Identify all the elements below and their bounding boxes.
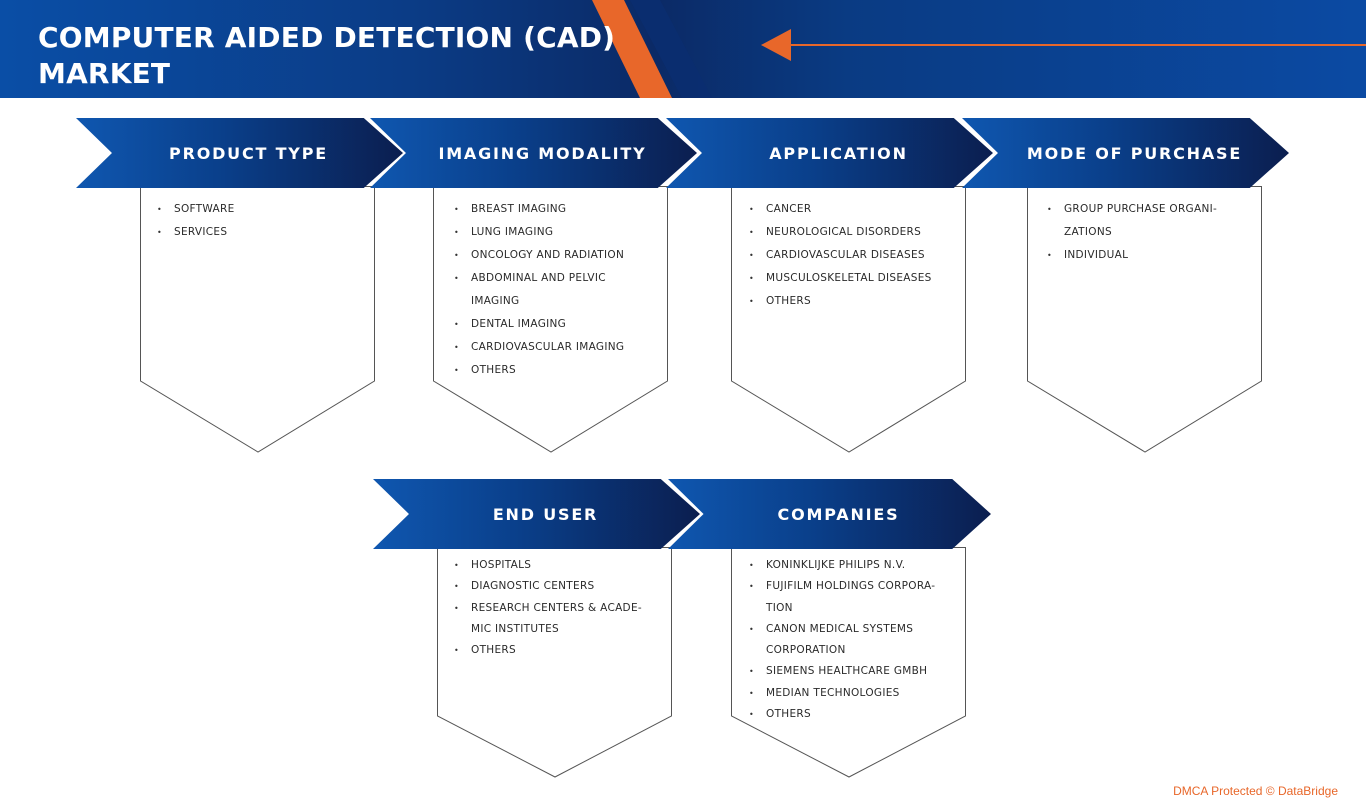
list-application: CANCER NEUROLOGICAL DISORDERS CARDIOVASC… <box>749 198 961 313</box>
box-companies: KONINKLIJKE PHILIPS N.V. FUJIFILM HOLDIN… <box>731 547 967 779</box>
list-item: SOFTWARE <box>157 198 367 221</box>
chevron-label: APPLICATION <box>769 143 908 163</box>
chevron-label: MODE OF PURCHASE <box>1026 143 1243 163</box>
list-item-continued: IMAGING <box>471 295 520 307</box>
header-product-type: PRODUCT TYPE <box>76 118 403 188</box>
list-item: DENTAL IMAGING <box>454 313 664 336</box>
footer-dmca: DMCA Protected © DataBridge <box>1173 784 1338 798</box>
header-application: APPLICATION <box>666 118 993 188</box>
list-item: OTHERS <box>749 704 963 726</box>
chevron-label: END USER <box>492 504 599 524</box>
title-line-1: COMPUTER AIDED DETECTION (CAD) <box>38 21 616 54</box>
list-item: OTHERS <box>454 640 666 662</box>
list-imaging-modality: BREAST IMAGING LUNG IMAGING ONCOLOGY AND… <box>454 198 664 382</box>
list-item: SERVICES <box>157 221 367 244</box>
list-item: SIEMENS HEALTHCARE GMBH <box>749 661 963 683</box>
list-item-continued: ZATIONS <box>1064 226 1112 238</box>
list-item: CARDIOVASCULAR DISEASES <box>749 244 961 267</box>
list-item: GROUP PURCHASE ORGANI- <box>1047 198 1257 221</box>
box-application: CANCER NEUROLOGICAL DISORDERS CARDIOVASC… <box>731 186 967 454</box>
dark-stripe <box>630 0 712 98</box>
list-item: ONCOLOGY AND RADIATION <box>454 244 664 267</box>
list-item: INDIVIDUAL <box>1047 244 1257 267</box>
list-item-continued: MIC INSTITUTES <box>471 622 559 635</box>
list-companies: KONINKLIJKE PHILIPS N.V. FUJIFILM HOLDIN… <box>749 555 963 726</box>
list-item: ABDOMINAL AND PELVIC <box>454 267 664 290</box>
list-item: KONINKLIJKE PHILIPS N.V. <box>749 555 963 577</box>
list-item: MEDIAN TECHNOLOGIES <box>749 683 963 705</box>
box-mode-of-purchase: GROUP PURCHASE ORGANI- ZATIONS INDIVIDUA… <box>1027 186 1263 454</box>
list-item-continued: CORPORATION <box>766 644 846 657</box>
header-decoration <box>592 0 712 98</box>
list-item: RESEARCH CENTERS & ACADE- <box>454 598 666 620</box>
list-item: LUNG IMAGING <box>454 221 664 244</box>
box-product-type: SOFTWARE SERVICES <box>140 186 376 454</box>
list-end-user: HOSPITALS DIAGNOSTIC CENTERS RESEARCH CE… <box>454 555 666 662</box>
header-imaging-modality: IMAGING MODALITY <box>370 118 697 188</box>
list-item: MUSCULOSKELETAL DISEASES <box>749 267 961 290</box>
list-item: CARDIOVASCULAR IMAGING <box>454 336 664 359</box>
box-end-user: HOSPITALS DIAGNOSTIC CENTERS RESEARCH CE… <box>437 547 673 779</box>
arrow-left-icon <box>761 29 791 61</box>
list-mode-of-purchase: GROUP PURCHASE ORGANI- ZATIONS INDIVIDUA… <box>1047 198 1257 267</box>
page-title: COMPUTER AIDED DETECTION (CAD) MARKET <box>38 20 615 92</box>
list-item: OTHERS <box>454 359 664 382</box>
header-end-user: END USER <box>373 479 700 549</box>
list-item: NEUROLOGICAL DISORDERS <box>749 221 961 244</box>
list-item: OTHERS <box>749 290 961 313</box>
list-item: HOSPITALS <box>454 555 666 577</box>
list-item-continued: TION <box>766 601 793 614</box>
header-companies: COMPANIES <box>668 479 991 549</box>
list-item: BREAST IMAGING <box>454 198 664 221</box>
list-product-type: SOFTWARE SERVICES <box>157 198 367 244</box>
header-banner: COMPUTER AIDED DETECTION (CAD) MARKET <box>0 0 1366 98</box>
chevron-label: PRODUCT TYPE <box>169 143 328 163</box>
chevron-label: IMAGING MODALITY <box>438 143 647 163</box>
title-line-2: MARKET <box>38 57 171 90</box>
list-item: CANCER <box>749 198 961 221</box>
list-item: FUJIFILM HOLDINGS CORPORA- <box>749 576 963 598</box>
header-mode-of-purchase: MODE OF PURCHASE <box>962 118 1289 188</box>
list-item: DIAGNOSTIC CENTERS <box>454 576 666 598</box>
arrow-line <box>789 44 1366 46</box>
chevron-label: COMPANIES <box>777 504 900 524</box>
orange-stripe <box>592 0 672 98</box>
box-imaging-modality: BREAST IMAGING LUNG IMAGING ONCOLOGY AND… <box>433 186 669 454</box>
list-item: CANON MEDICAL SYSTEMS <box>749 619 963 641</box>
